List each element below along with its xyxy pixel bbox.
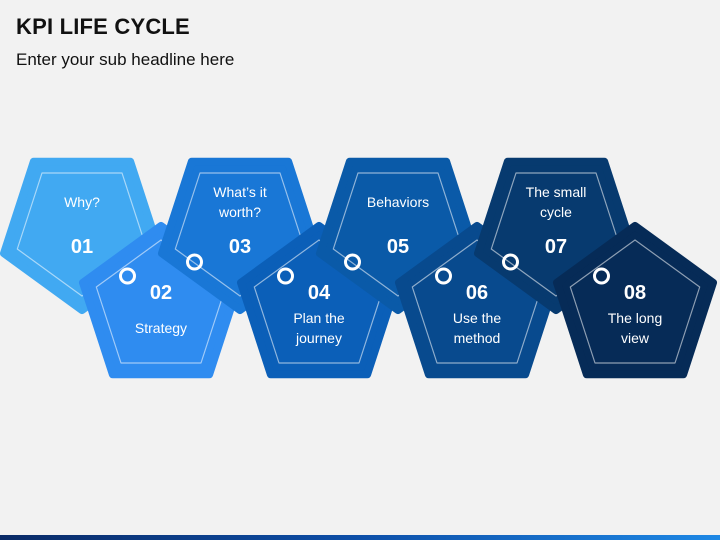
step-label: view <box>621 330 650 346</box>
step-label: method <box>454 330 501 346</box>
step-label: Strategy <box>135 320 187 336</box>
step-label: Why? <box>64 194 100 210</box>
pentagon-inner-outline <box>569 239 701 364</box>
step-number: 08 <box>624 282 646 304</box>
step-number: 05 <box>387 236 409 258</box>
connector-ring-icon <box>593 267 610 285</box>
step-label: Use the <box>453 310 501 326</box>
step-label: journey <box>295 330 342 346</box>
step-number: 04 <box>308 282 331 304</box>
pentagon-shape <box>553 222 717 379</box>
connector-ring-icon <box>435 267 452 285</box>
step-label: worth? <box>218 204 261 220</box>
page-subtitle: Enter your sub headline here <box>16 50 235 69</box>
footer-accent-bar <box>0 535 720 540</box>
step-label: The long <box>608 310 662 326</box>
connector-ring-icon <box>502 253 519 271</box>
page-title: KPI LIFE CYCLE <box>16 14 190 39</box>
step-label: Behaviors <box>367 194 429 210</box>
step-label: Plan the <box>293 310 345 326</box>
step-number: 01 <box>71 236 93 258</box>
step-number: 06 <box>466 282 488 304</box>
connector-ring-icon <box>344 253 361 271</box>
connector-ring-icon <box>277 267 294 285</box>
step-number: 03 <box>229 236 251 258</box>
step-label: cycle <box>540 204 572 220</box>
step-number: 07 <box>545 236 567 258</box>
connector-ring-icon <box>119 267 136 285</box>
step-label: The small <box>526 184 587 200</box>
step-label: What’s it <box>213 184 267 200</box>
connector-ring-icon <box>186 253 203 271</box>
step-number: 02 <box>150 282 172 304</box>
